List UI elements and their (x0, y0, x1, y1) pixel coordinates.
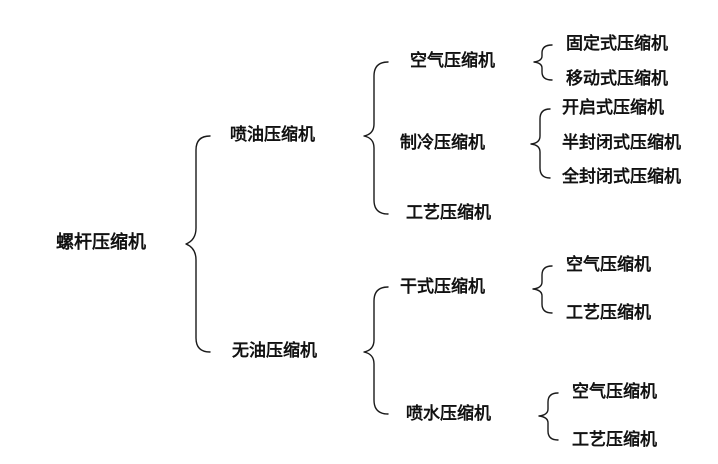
root-label: 螺杆压缩机 (56, 232, 146, 253)
oil-free-label: 无油压缩机 (232, 341, 317, 361)
dry-process-label: 工艺压缩机 (566, 303, 651, 323)
dry-brace (532, 265, 553, 314)
oil-injected-brace (363, 61, 389, 215)
fixed-compressor-label: 固定式压缩机 (566, 34, 668, 54)
refrigeration-brace (530, 108, 551, 179)
hermetic-compressor-label: 全封闭式压缩机 (562, 167, 681, 187)
oil-free-brace (363, 286, 389, 415)
dry-air-label: 空气压缩机 (566, 255, 651, 275)
water-process-label: 工艺压缩机 (572, 430, 657, 450)
mobile-compressor-label: 移动式压缩机 (566, 69, 668, 89)
oil-process-label: 工艺压缩机 (406, 203, 491, 223)
open-compressor-label: 开启式压缩机 (562, 98, 664, 118)
dry-compressor-label: 干式压缩机 (400, 277, 485, 297)
oil-air-label: 空气压缩机 (410, 51, 495, 71)
refrigeration-label: 制冷压缩机 (400, 133, 485, 153)
water-injected-label: 喷水压缩机 (406, 404, 491, 424)
water-injected-brace (538, 392, 559, 441)
semi-hermetic-compressor-label: 半封闭式压缩机 (562, 133, 681, 153)
root-brace (185, 135, 211, 353)
oil-injected-label: 喷油压缩机 (230, 125, 315, 145)
oil-air-brace (533, 44, 553, 81)
water-air-label: 空气压缩机 (572, 382, 657, 402)
